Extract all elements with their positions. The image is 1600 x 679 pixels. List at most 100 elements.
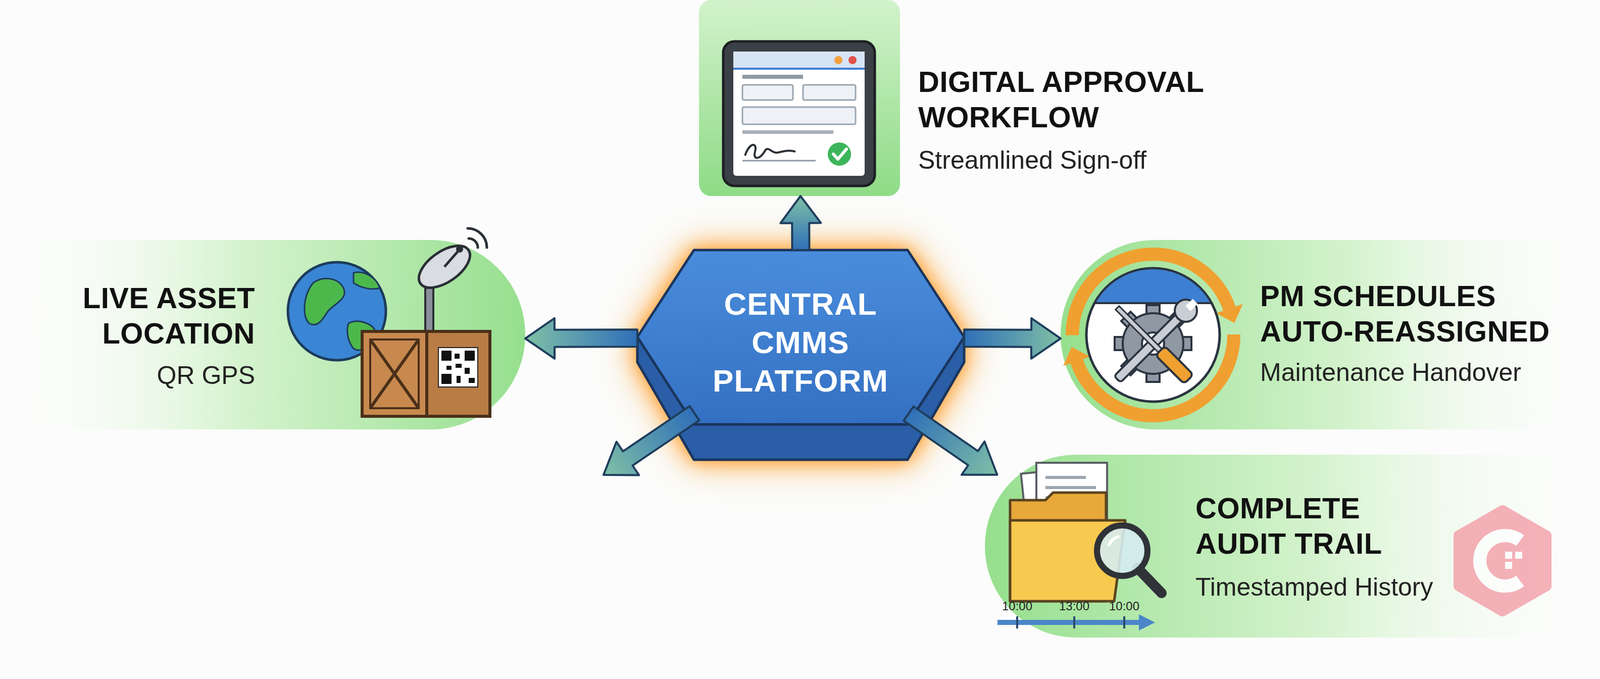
crate-icon-part <box>438 347 478 387</box>
tablet-icon-part <box>742 84 793 100</box>
maintenance-icon-part-part <box>1185 298 1198 312</box>
globe-icon-part <box>347 321 377 350</box>
tablet-icon-part <box>742 74 804 79</box>
timeline-icon-part <box>1123 616 1126 629</box>
folder-icon-part <box>1137 567 1162 593</box>
folder-icon-part <box>1010 492 1107 602</box>
feature-subtitle: Maintenance Handover <box>1260 357 1594 388</box>
watermark-logo-part <box>1515 551 1523 559</box>
folder-icon-part <box>1010 520 1126 602</box>
feature-card: DIGITAL APPROVAL WORKFLOW Streamlined Sig… <box>698 0 1285 196</box>
folder-icon-part <box>1036 462 1108 549</box>
crate-icon-part <box>370 339 419 409</box>
watermark-logo-part <box>1505 561 1513 569</box>
tablet-icon-part <box>834 56 843 65</box>
time-label: 10:00 <box>1109 598 1140 614</box>
maintenance-icon-part <box>1086 268 1220 402</box>
timeline-icon-part <box>997 619 1143 625</box>
crate-icon-part <box>468 377 475 383</box>
feature-band: LIVE ASSET LOCATION QR GPS <box>0 239 526 430</box>
maintenance-icon-part-part <box>1122 313 1184 374</box>
time-label: 10:00 <box>1002 598 1033 614</box>
maintenance-icon-part-part <box>1155 345 1194 384</box>
globe-icon-part <box>287 262 386 361</box>
block-arrow <box>780 195 821 250</box>
tablet-icon-part <box>826 141 853 167</box>
crate-icon-part <box>370 339 419 409</box>
feature-heading: DIGITAL APPROVAL WORKFLOW <box>918 64 1282 135</box>
folder-icon-part <box>1020 466 1100 560</box>
tablet-icon-part <box>733 51 865 69</box>
folder-icon <box>1010 462 1162 602</box>
tablet-icon-part <box>742 160 816 162</box>
tablet-icon-part <box>742 130 834 134</box>
band-panel <box>984 454 1600 638</box>
maintenance-icon-part <box>1216 304 1243 324</box>
band-panel <box>0 239 526 430</box>
feature-heading: PM SCHEDULES AUTO-REASSIGNED <box>1260 278 1594 349</box>
tablet-icon-part <box>848 56 857 65</box>
block-arrow <box>903 406 997 475</box>
band-panel <box>1060 239 1600 430</box>
watermark-logo-part <box>1505 551 1513 559</box>
watermark-logo <box>1458 510 1547 612</box>
crate-icon-part <box>441 373 452 384</box>
watermark-logo-part <box>1479 535 1521 586</box>
timeline-icon-part <box>1073 616 1076 629</box>
satellite-dish-part <box>456 245 464 253</box>
maintenance-icon-part <box>1063 346 1090 367</box>
satellite-dish-part <box>425 287 434 334</box>
crate-icon-part <box>426 331 490 417</box>
satellite-dish-part <box>467 228 487 248</box>
maintenance-icon-part-part <box>1176 336 1192 350</box>
maintenance-icon-part-part <box>1146 366 1160 382</box>
maintenance-icon-part-part <box>1121 311 1142 332</box>
time-label: 13:00 <box>1059 598 1090 614</box>
feature-heading: COMPLETE AUDIT TRAIL <box>1195 490 1438 562</box>
crate-icon-part <box>441 350 452 361</box>
tablet-icon-part <box>744 144 796 159</box>
tablet-icon-part <box>803 84 856 100</box>
globe-icon-part <box>304 278 345 325</box>
satellite-dish <box>411 228 487 334</box>
maintenance-icon-part-part <box>1164 311 1185 332</box>
tablet-icon-part <box>742 107 856 125</box>
card-panel <box>698 0 900 196</box>
feature-heading: LIVE ASSET LOCATION <box>37 280 256 352</box>
tablet-icon-part <box>733 51 865 176</box>
tablet-icon-part <box>733 67 865 70</box>
maintenance-icon-part-part <box>1115 306 1163 353</box>
feature-subtitle: Streamlined Sign-off <box>918 144 1282 176</box>
maintenance-icon-part <box>1072 254 1234 416</box>
maintenance-icon-part-part <box>1170 294 1202 327</box>
folder-icon-part <box>1045 495 1091 499</box>
crate-icon-part <box>362 331 427 417</box>
watermark-logo-part <box>1458 510 1547 612</box>
timeline-icon-part <box>1138 614 1156 631</box>
maintenance-icon-part <box>1114 305 1192 382</box>
node-outline <box>0 239 526 430</box>
crate-icon-part <box>446 365 452 370</box>
loose-arrow <box>603 406 700 476</box>
maintenance-icon-part-part <box>1146 305 1160 321</box>
maintenance-icon <box>1063 254 1243 416</box>
feature-subtitle: QR GPS <box>37 360 256 391</box>
folder-icon-part <box>1109 536 1119 545</box>
timeline-icon <box>997 614 1156 631</box>
globe-icon <box>287 262 386 361</box>
maintenance-icon-part-part <box>1114 336 1130 350</box>
block-arrow <box>525 318 638 359</box>
timeline-icon-part <box>1016 616 1019 629</box>
platform-title: CENTRAL CMMS PLATFORM <box>704 255 897 430</box>
folder-icon-part <box>1045 485 1096 489</box>
maintenance-icon-part-part <box>1114 308 1189 383</box>
folder-icon-part <box>1045 475 1086 479</box>
feature-subtitle: Timestamped History <box>1195 571 1549 603</box>
feature-band: PM SCHEDULES AUTO-REASSIGNED Maintenance … <box>1060 239 1600 430</box>
maintenance-icon-part <box>1112 303 1194 384</box>
tablet-icon-part <box>723 41 875 186</box>
folder-icon-part <box>1096 525 1148 576</box>
satellite-dish-part <box>444 250 459 267</box>
crate-icon-part <box>464 367 470 374</box>
